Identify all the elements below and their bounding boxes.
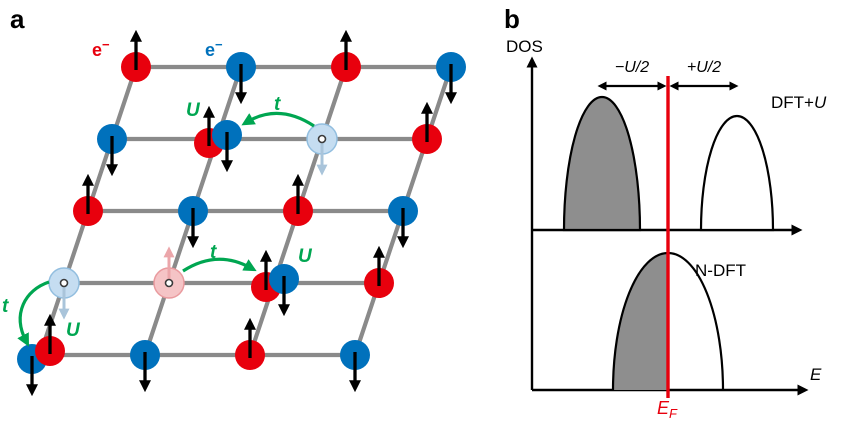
ndft-plot-label: N-DFT [695,261,746,280]
hop-arrow [17,280,50,347]
fermi-level-label: EF [657,398,678,421]
vacancy-dot [164,278,174,288]
coulomb-label: U [298,246,313,267]
panel-a: a t t t U U U e− e− [2,4,466,397]
hopping-annotations: t t t U U U e− e− [2,37,315,347]
hop-label: t [210,242,217,263]
dftu-plot-label: DFT+U [771,93,827,112]
electron-label-spin-up: e− [92,37,110,60]
fermi-label-e: E [657,398,670,418]
coulomb-label: U [186,100,201,121]
dftu-unoccupied-band [699,114,775,232]
electron-label-base: e [92,40,102,60]
hop-label: t [2,296,9,317]
electron-label-base: e [205,40,215,60]
ndft-occupied-half [613,253,668,390]
vacancy-dot [59,278,69,288]
electron-label-sup: − [215,37,223,52]
dos-axis-label: DOS [506,37,543,56]
fermi-label-sub: F [669,406,678,421]
dftu-label-u: U [814,93,827,112]
electron-label-sup: − [102,37,110,52]
energy-axis-label: E [810,365,822,384]
hop-label: t [274,94,281,115]
dftu-occupied-band [562,95,642,232]
minus-half-u-label: −U/2 [615,59,649,76]
panel-b-label: b [504,4,520,34]
hop-arrow [241,111,315,128]
panel-b: b DOS E −U/2 +U/2 DFT+U N-DFT EF [504,4,827,421]
vacancy-dot [317,134,327,144]
electron-label-spin-down: e− [205,37,223,60]
plus-half-u-label: +U/2 [687,59,721,76]
panel-a-label: a [10,4,25,34]
coulomb-label: U [66,320,81,341]
dftu-label-prefix: DFT+ [771,93,814,112]
hop-arrow [182,257,257,273]
lattice-sites [17,29,466,397]
